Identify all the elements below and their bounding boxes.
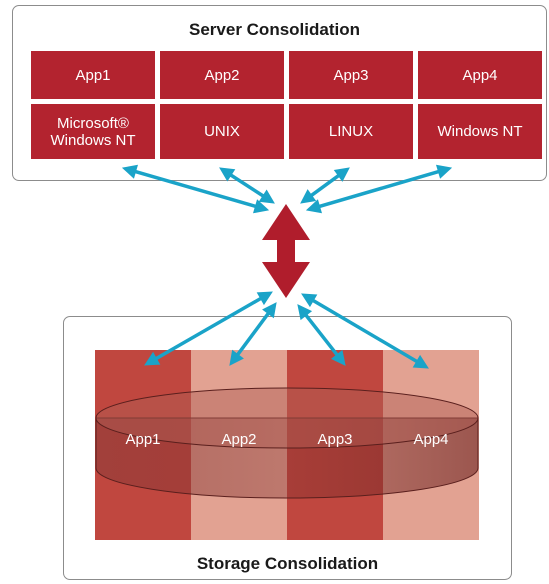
- server-os-unix-cell: UNIX: [160, 104, 284, 159]
- server-os-line2: Windows NT: [50, 131, 136, 149]
- server-os-line1: Microsoft®: [57, 114, 129, 132]
- storage-app4-arrow: [301, 293, 429, 369]
- central-double-arrow: [262, 204, 310, 298]
- server-app1-cell: App1: [31, 51, 155, 99]
- server-app2-cell: App2: [160, 51, 284, 99]
- storage-app4-label: App4: [413, 431, 448, 448]
- server-app1-arrow: [121, 164, 270, 214]
- storage-app2-label: App2: [221, 431, 256, 448]
- server-app3-cell: App3: [289, 51, 413, 99]
- server-consolidation-title: Server Consolidation: [189, 20, 360, 39]
- storage-app1-label: App1: [125, 431, 160, 448]
- storage-app3-label: App3: [317, 431, 352, 448]
- server-os-windows-nt-cell: Windows NT: [418, 104, 542, 159]
- storage-cylinder-body: [95, 417, 479, 499]
- storage-cylinder-top: [95, 387, 479, 449]
- storage-consolidation-title: Storage Consolidation: [196, 554, 379, 573]
- server-app3-arrow: [300, 167, 350, 204]
- server-app2-arrow: [219, 167, 275, 204]
- server-app4-arrow: [305, 164, 453, 214]
- server-app4-cell: App4: [418, 51, 542, 99]
- storage-app3-arrow: [297, 304, 346, 366]
- storage-app1-arrow: [144, 291, 273, 366]
- server-os-windows-nt-ms-cell: Microsoft® Windows NT: [31, 104, 155, 159]
- storage-app2-arrow: [229, 302, 277, 366]
- server-os-linux-cell: LINUX: [289, 104, 413, 159]
